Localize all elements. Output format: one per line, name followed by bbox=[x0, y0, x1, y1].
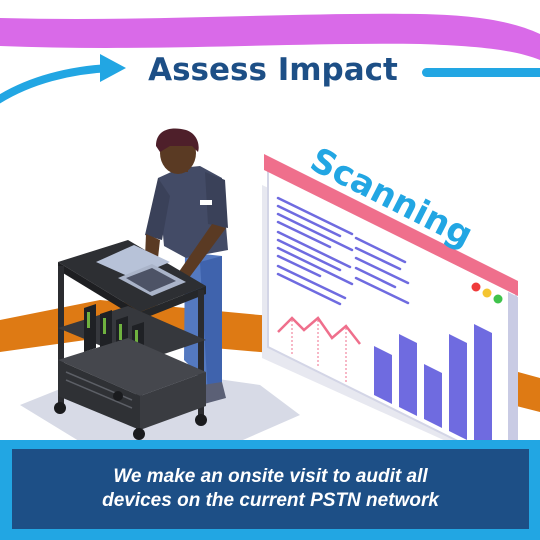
bar-4 bbox=[449, 334, 467, 440]
screen-line-chart bbox=[277, 316, 361, 345]
cart-bottom-unit bbox=[58, 338, 206, 396]
caption-line-1: We make an onsite visit to audit all bbox=[113, 466, 428, 487]
caption-box: We make an onsite visit to audit all dev… bbox=[12, 449, 529, 529]
screen-bar-chart bbox=[374, 324, 492, 452]
caption-line-2: devices on the current PSTN network bbox=[102, 490, 439, 511]
screen-frame-side bbox=[508, 292, 518, 472]
page-title: Assess Impact bbox=[148, 52, 398, 88]
bar-5 bbox=[474, 324, 492, 452]
right-arrow-icon bbox=[100, 54, 126, 82]
shirt-logo bbox=[200, 200, 212, 205]
title-arrow-line bbox=[0, 64, 114, 104]
bar-3 bbox=[424, 364, 442, 428]
top-band bbox=[0, 13, 540, 61]
screen-frame-top bbox=[264, 154, 518, 296]
server-cart bbox=[54, 240, 207, 440]
yellow-dot bbox=[482, 288, 492, 298]
screen-line-chart-drops bbox=[291, 320, 347, 382]
red-dot bbox=[471, 282, 481, 292]
person-hair bbox=[156, 128, 199, 152]
cart-wheel bbox=[54, 402, 66, 414]
bar-1 bbox=[374, 346, 392, 404]
title-line-right bbox=[422, 68, 540, 77]
scan-text-lines bbox=[276, 196, 410, 306]
green-dot bbox=[493, 294, 503, 304]
bar-2 bbox=[399, 334, 417, 416]
